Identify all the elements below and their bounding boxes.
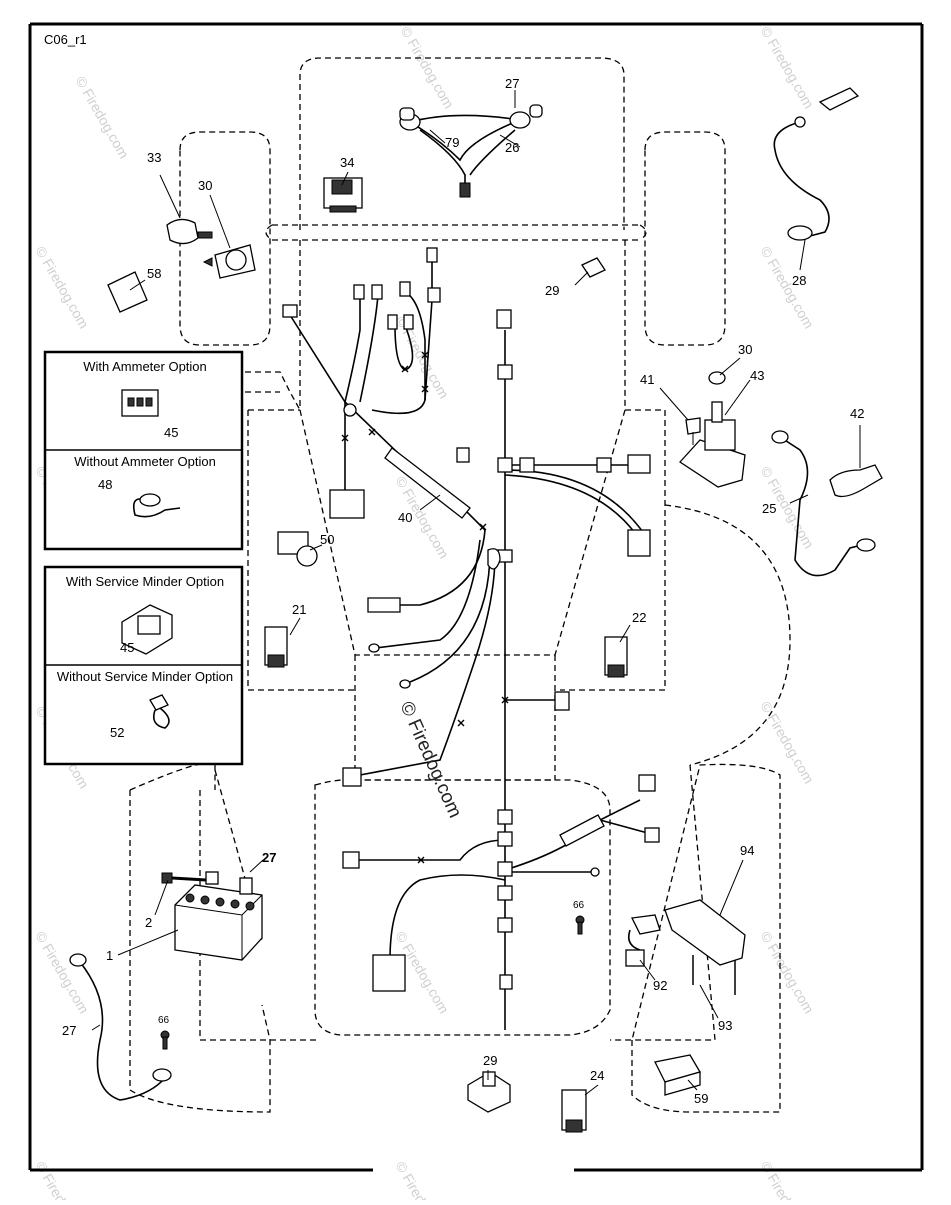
svg-text:30: 30 [198,178,212,193]
svg-text:24: 24 [590,1068,604,1083]
svg-text:41: 41 [640,372,654,387]
svg-text:29: 29 [483,1053,497,1068]
ignition-key-33 [166,218,213,245]
svg-text:25: 25 [762,501,776,516]
watermark: © Firedog.com [757,929,817,1017]
chassis-outline [129,57,791,1113]
watermark: © Firedog.com [757,699,817,787]
watermark: © Firedog.com [392,1159,452,1201]
part-29 [467,1071,511,1113]
svg-text:50: 50 [320,532,334,547]
ammeter-with-label: With Ammeter Option [83,359,207,374]
svg-text:34: 34 [340,155,354,170]
svg-text:58: 58 [147,266,161,281]
page-frame [28,22,924,1172]
svg-text:27: 27 [62,1023,76,1038]
svg-text:26: 26 [505,140,519,155]
watermark: © Firedog.com [72,74,132,162]
module-94 [625,899,746,995]
svg-text:30: 30 [738,342,752,357]
ammeter-without-label: Without Ammeter Option [74,454,216,469]
svg-text:33: 33 [147,150,161,165]
svg-text:79: 79 [445,135,459,150]
svg-text:93: 93 [718,1018,732,1033]
cable-24 [773,87,860,241]
watermark: © Firedog.com [397,24,457,112]
bolt-2 [161,871,219,885]
svg-text:42: 42 [850,406,864,421]
svg-text:52: 52 [110,725,124,740]
svg-text:59: 59 [694,1091,708,1106]
svg-text:48: 48 [98,477,112,492]
svg-text:21: 21 [292,602,306,617]
watermark: © Firedog.com [32,929,92,1017]
svg-text:28: 28 [792,273,806,288]
part-59 [654,1054,701,1096]
components [69,87,883,1133]
svg-text:29: 29 [545,283,559,298]
part-50 [277,531,318,567]
relay-16 [561,1089,587,1133]
watermark: © Firedog.com [757,244,817,332]
relay-16 [604,636,628,678]
watermark: © Firedog.com [32,244,92,332]
callouts: 27 26 79 33 30 34 29 58 28 30 41 43 42 2… [62,76,864,1106]
svg-text:66: 66 [573,900,585,911]
svg-text:45: 45 [164,425,178,440]
cable-25 [771,430,876,577]
ammeter-option-box: With Ammeter Option Without Ammeter Opti… [43,350,244,551]
svg-text:22: 22 [632,610,646,625]
svg-text:45: 45 [120,640,134,655]
relay-16 [264,626,288,668]
svg-text:43: 43 [750,368,764,383]
screw-66 [575,915,585,935]
svg-text:40: 40 [398,510,412,525]
svg-text:1: 1 [106,948,113,963]
watermark: © Firedog.com [32,1159,92,1201]
screw-66 [160,1030,170,1050]
service-without-label: Without Service Minder Option [57,669,233,684]
svg-text:27: 27 [262,850,276,865]
svg-text:92: 92 [653,978,667,993]
watermark: © Firedog.com [757,24,817,112]
solenoid-43 [679,371,746,488]
service-minder-option-box: With Service Minder Option Without Servi… [43,565,244,766]
headlight-harness [399,104,543,198]
service-with-label: With Service Minder Option [66,574,224,589]
svg-text:27: 27 [505,76,519,91]
svg-text:94: 94 [740,843,754,858]
harness-tie-marks [341,351,509,864]
cable-28 [69,953,172,1101]
boot-42 [829,464,883,498]
battery-1 [174,877,263,961]
harness-connectors [282,247,660,992]
diagram-code: C06_r1 [44,32,87,47]
watermark: © Firedog.com [757,1159,817,1201]
part-58 [107,271,148,313]
ignition-switch-30 [202,244,256,279]
svg-text:66: 66 [158,1015,170,1026]
svg-text:2: 2 [145,915,152,930]
wiring-harness [289,262,656,1030]
